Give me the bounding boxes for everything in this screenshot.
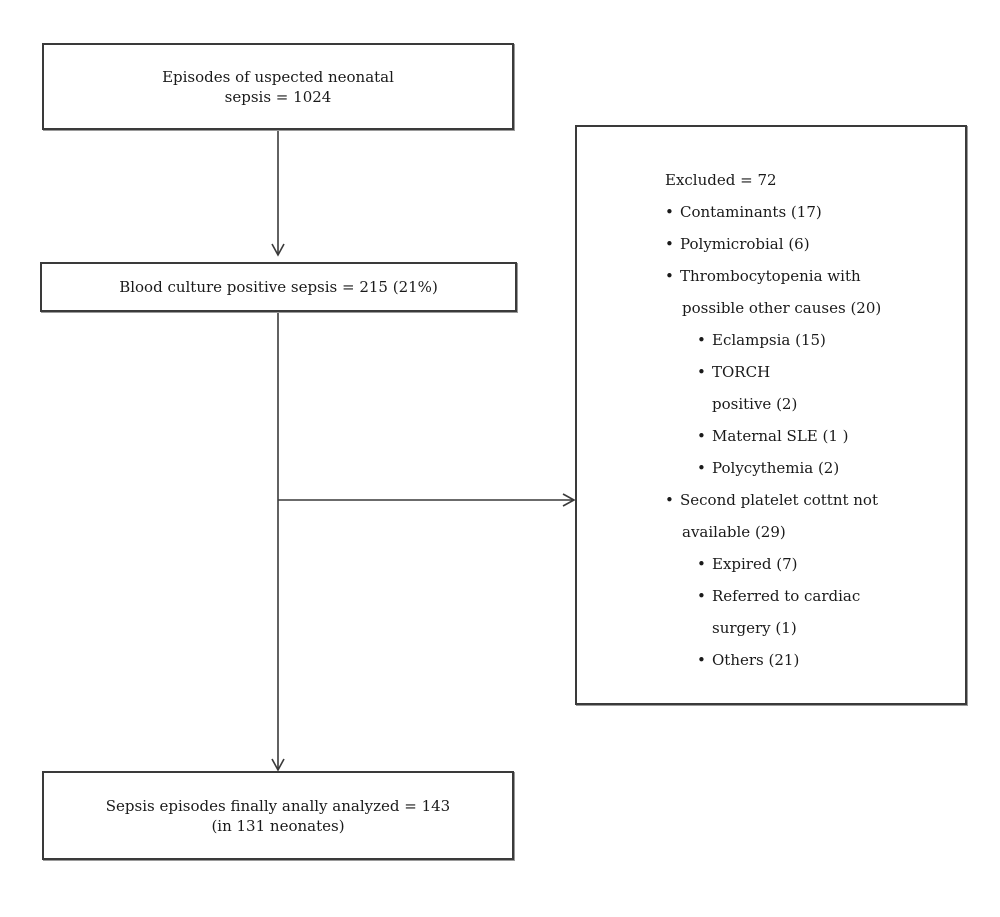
bullet: • <box>665 491 674 509</box>
bullet: • <box>697 555 706 573</box>
list-item-text: Second platelet cottnt not <box>680 491 878 509</box>
list-item-continuation: available (29) <box>682 523 786 541</box>
bullet: • <box>697 651 706 669</box>
bullet: • <box>665 235 674 253</box>
excluded-header: Excluded = 72 <box>665 171 777 189</box>
list-item-text: Maternal SLE (1 ) <box>712 427 849 445</box>
list-item-text: Polymicrobial (6) <box>680 235 810 253</box>
list-item-continuation: positive (2) <box>712 395 798 413</box>
episodes-text-line1: Episodes of uspected neonatal <box>162 67 394 86</box>
list-item: • Maternal SLE (1 ) <box>665 425 881 457</box>
list-item-continuation: surgery (1) <box>712 619 797 637</box>
list-item: • Expired (7) <box>665 553 881 585</box>
list-item-text: Others (21) <box>712 651 800 669</box>
list-item-text: Polycythemia (2) <box>712 459 840 477</box>
list-item: • Polymicrobial (6) <box>665 233 881 265</box>
list-item: • Contaminants (17) <box>665 201 881 233</box>
bullet: • <box>697 427 706 445</box>
list-item: • Polycythemia (2) <box>665 457 881 489</box>
list-item: • TORCH <box>665 361 881 393</box>
list-item: • Others (21) <box>665 649 881 681</box>
bullet: • <box>665 203 674 221</box>
list-item: • Referred to cardiac <box>665 585 881 617</box>
blood-culture-box: Blood culture positive sepsis = 215 (21%… <box>40 262 517 312</box>
bullet: • <box>697 587 706 605</box>
episodes-text-line2: sepsis = 1024 <box>224 87 332 106</box>
list-item-text: Expired (7) <box>712 555 798 573</box>
list-item: • Eclampsia (15) <box>665 329 881 361</box>
bullet: • <box>697 459 706 477</box>
list-item-continuation: possible other causes (20) <box>682 299 882 317</box>
list-item-text: Thrombocytopenia with <box>680 267 861 285</box>
list-item-text: Referred to cardiac <box>712 587 861 605</box>
excluded-box: Excluded = 72 • Contaminants (17) • Poly… <box>575 125 967 705</box>
list-item-text: Eclampsia (15) <box>712 331 826 349</box>
list-item: • Second platelet cottnt not <box>665 489 881 521</box>
bullet: • <box>697 331 706 349</box>
list-item-text: Contaminants (17) <box>680 203 822 221</box>
list-item-text: TORCH <box>712 363 771 381</box>
final-text-line2: (in 131 neonates) <box>211 816 345 835</box>
final-analysis-box: Sepsis episodes finally anally analyzed … <box>42 771 514 860</box>
excluded-list: Excluded = 72 • Contaminants (17) • Poly… <box>665 169 881 681</box>
final-text-line1: Sepsis episodes finally anally analyzed … <box>105 796 451 815</box>
episodes-box: Episodes of uspected neonatal sepsis = 1… <box>42 43 514 130</box>
list-item: • Thrombocytopenia with <box>665 265 881 297</box>
blood-culture-text: Blood culture positive sepsis = 215 (21%… <box>119 278 438 296</box>
bullet: • <box>697 363 706 381</box>
bullet: • <box>665 267 674 285</box>
